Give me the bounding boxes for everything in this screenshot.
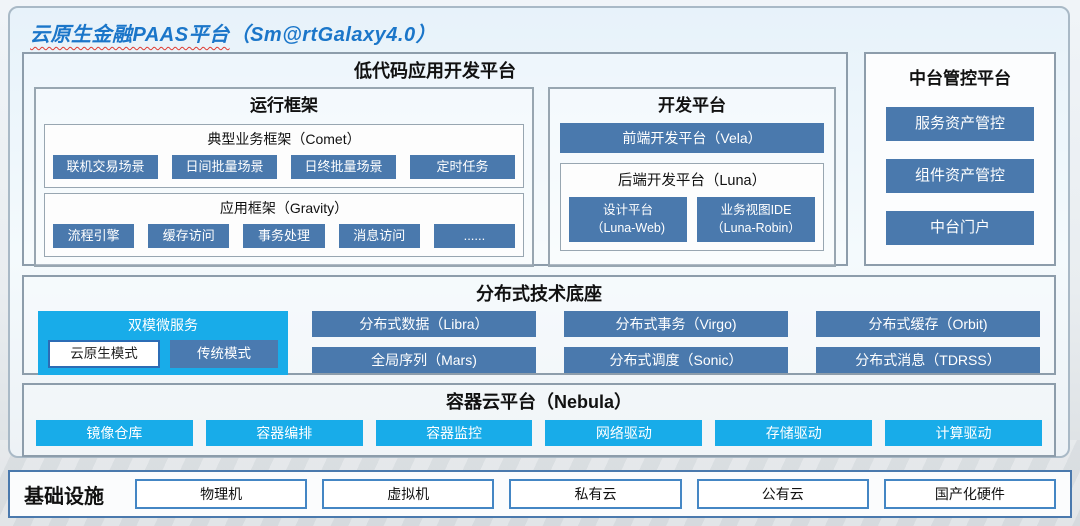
gravity-framework-title: 应用框架（Gravity） — [219, 200, 349, 216]
block-luna-robin: 业务视图IDE （Luna-Robin） — [697, 197, 815, 242]
dual-mode-items-row: 云原生模式 传统模式 — [48, 340, 278, 368]
luna-backend-box: 后端开发平台（Luna） 设计平台 （Luna-Web) 业务视图IDE （Luna… — [560, 163, 824, 251]
container-cloud-row: 镜像仓库 容器编排 容器监控 网络驱动 存储驱动 计算驱动 — [36, 420, 1042, 446]
infrastructure-title: 基础设施 — [24, 485, 104, 508]
runtime-framework-title: 运行框架 — [250, 96, 318, 115]
comet-framework-box: 典型业务框架（Comet） 联机交易场景 日间批量场景 日终批量场景 定时任务 — [44, 124, 524, 188]
comet-framework-title: 典型业务框架（Comet） — [207, 131, 361, 147]
block-domestic-hardware: 国产化硬件 — [883, 479, 1057, 509]
lowcode-platform-title: 低代码应用开发平台 — [354, 61, 516, 81]
block-distributed-data-libra: 分布式数据（Libra） — [312, 311, 536, 337]
midplatform-title: 中台管控平台 — [909, 69, 1011, 88]
block-container-monitoring: 容器监控 — [375, 420, 533, 446]
dev-platform-title: 开发平台 — [658, 96, 726, 115]
block-physical-machine: 物理机 — [135, 479, 308, 509]
block-distributed-transaction-virgo: 分布式事务（Virgo) — [564, 311, 788, 337]
block-global-sequence-mars: 全局序列（Mars) — [312, 347, 536, 373]
page-title-main: 云原生金融PAAS平台 — [30, 24, 230, 46]
block-traditional-mode: 传统模式 — [170, 340, 278, 368]
block-intraday-batch: 日间批量场景 — [172, 155, 277, 179]
luna-robin-line2: （Luna-Robin） — [711, 220, 801, 235]
block-component-asset-control: 组件资产管控 — [886, 159, 1034, 193]
block-eod-batch: 日终批量场景 — [291, 155, 396, 179]
page-title: 云原生金融PAAS平台（Sm@rtGalaxy4.0） — [22, 12, 1056, 50]
top-row: 低代码应用开发平台 运行框架 典型业务框架（Comet） 联机交易场景 日间批量… — [22, 52, 1056, 267]
infrastructure-box: 基础设施 物理机 虚拟机 私有云 公有云 国产化硬件 — [8, 470, 1072, 518]
block-scheduled-task: 定时任务 — [410, 155, 515, 179]
luna-backend-title: 后端开发平台（Luna） — [617, 173, 767, 189]
block-container-orchestration: 容器编排 — [205, 420, 363, 446]
lowcode-row: 运行框架 典型业务框架（Comet） 联机交易场景 日间批量场景 日终批量场景 … — [34, 87, 836, 267]
luna-web-line2: （Luna-Web) — [590, 220, 666, 235]
block-luna-web: 设计平台 （Luna-Web) — [569, 197, 687, 242]
block-cloud-native-mode: 云原生模式 — [48, 340, 160, 368]
distributed-row: 双模微服务 云原生模式 传统模式 分布式数据（Libra） 分布式事务（Virg… — [38, 311, 1040, 375]
block-compute-driver: 计算驱动 — [885, 420, 1042, 446]
container-cloud-title: 容器云平台（Nebula） — [445, 392, 632, 412]
midplatform-box: 中台管控平台 服务资产管控 组件资产管控 中台门户 — [864, 52, 1056, 266]
block-image-registry: 镜像仓库 — [36, 420, 193, 446]
block-distributed-cache-orbit: 分布式缓存（Orbit) — [816, 311, 1040, 337]
block-storage-driver: 存储驱动 — [715, 420, 873, 446]
luna-items-row: 设计平台 （Luna-Web) 业务视图IDE （Luna-Robin） — [569, 197, 815, 242]
main-panel: 云原生金融PAAS平台（Sm@rtGalaxy4.0） 低代码应用开发平台 运行… — [8, 6, 1070, 458]
block-cache-access: 缓存访问 — [148, 224, 230, 248]
distributed-grid: 分布式数据（Libra） 分布式事务（Virgo) 分布式缓存（Orbit) 全… — [312, 311, 1040, 375]
gravity-items-row: 流程引擎 缓存访问 事务处理 消息访问 ...... — [53, 224, 516, 248]
gravity-framework-box: 应用框架（Gravity） 流程引擎 缓存访问 事务处理 消息访问 ...... — [44, 193, 524, 257]
container-cloud-box: 容器云平台（Nebula） 镜像仓库 容器编排 容器监控 网络驱动 存储驱动 计… — [22, 383, 1056, 457]
block-network-driver: 网络驱动 — [545, 420, 703, 446]
block-distributed-message-tdrss: 分布式消息（TDRSS） — [816, 347, 1040, 373]
page-title-version: （Sm@rtGalaxy4.0） — [229, 24, 437, 46]
block-transaction-processing: 事务处理 — [243, 224, 325, 248]
distributed-base-title: 分布式技术底座 — [476, 284, 602, 304]
block-virtual-machine: 虚拟机 — [322, 479, 495, 509]
luna-robin-line1: 业务视图IDE — [720, 203, 792, 217]
luna-web-line1: 设计平台 — [602, 203, 653, 217]
block-service-asset-control: 服务资产管控 — [886, 107, 1034, 141]
block-midplatform-portal: 中台门户 — [886, 211, 1034, 245]
distributed-base-box: 分布式技术底座 双模微服务 云原生模式 传统模式 分布式数据（Libra） 分布… — [22, 275, 1056, 375]
dev-platform-box: 开发平台 前端开发平台（Vela） 后端开发平台（Luna） 设计平台 （Luna… — [548, 87, 836, 267]
block-public-cloud: 公有云 — [696, 479, 869, 509]
block-process-engine: 流程引擎 — [53, 224, 135, 248]
block-ellipsis: ...... — [433, 224, 516, 248]
block-frontend-vela: 前端开发平台（Vela） — [560, 123, 824, 153]
comet-items-row: 联机交易场景 日间批量场景 日终批量场景 定时任务 — [53, 155, 515, 179]
block-distributed-scheduler-sonic: 分布式调度（Sonic） — [564, 347, 788, 373]
runtime-framework-box: 运行框架 典型业务框架（Comet） 联机交易场景 日间批量场景 日终批量场景 … — [34, 87, 534, 267]
dual-mode-microservice-box: 双模微服务 云原生模式 传统模式 — [38, 311, 288, 375]
lowcode-platform-box: 低代码应用开发平台 运行框架 典型业务框架（Comet） 联机交易场景 日间批量… — [22, 52, 848, 267]
block-private-cloud: 私有云 — [509, 479, 682, 509]
block-message-access: 消息访问 — [338, 224, 420, 248]
dual-mode-title: 双模微服务 — [128, 317, 198, 333]
block-online-trading: 联机交易场景 — [53, 155, 158, 179]
